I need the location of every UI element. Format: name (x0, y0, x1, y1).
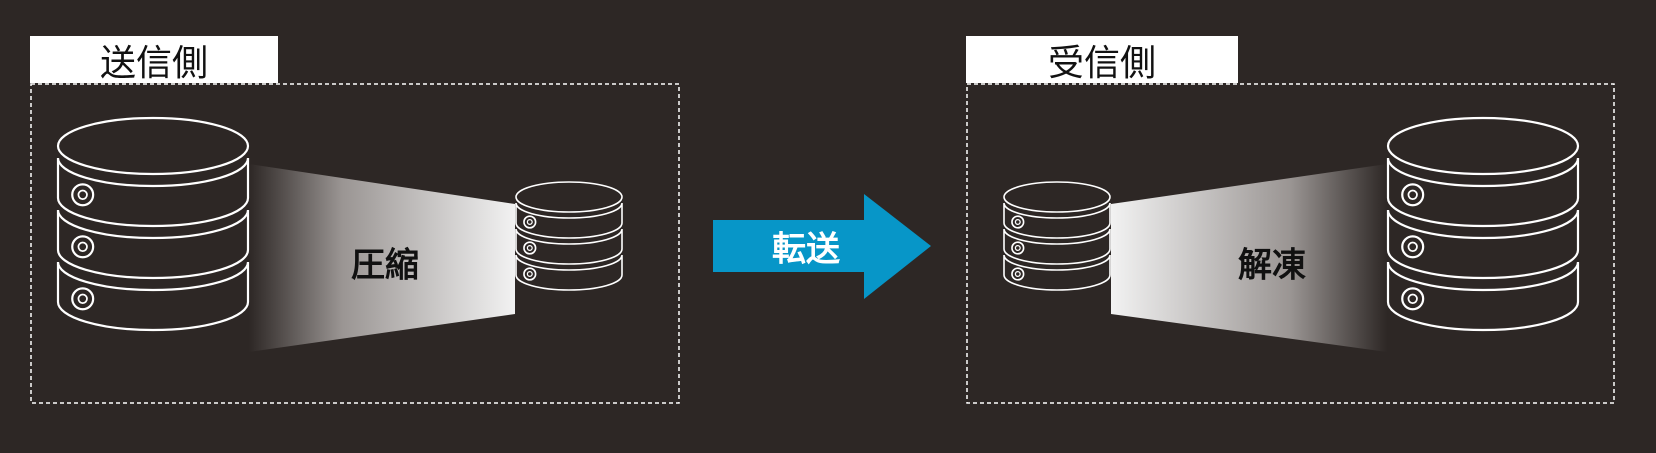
database-segment (1003, 254, 1111, 291)
transfer-label: 転送 (772, 229, 840, 270)
disk-indicator-icon (1011, 241, 1025, 255)
database-segment (515, 228, 623, 265)
disk-indicator-icon (523, 215, 537, 229)
disk-indicator-icon (1011, 267, 1025, 281)
disk-indicator-icon (71, 287, 95, 311)
database-segment (515, 254, 623, 291)
transfer-arrow-icon (713, 194, 931, 299)
compression-beam (249, 164, 515, 352)
database-segment (56, 209, 250, 280)
decompression-beam (1111, 164, 1387, 352)
receiver-small-database-icon (1003, 181, 1111, 291)
database-segment (56, 157, 250, 228)
database-segment (1003, 202, 1111, 239)
database-segment (515, 202, 623, 239)
disk-indicator-icon (71, 183, 95, 207)
database-segment (56, 261, 250, 332)
disk-indicator-icon (523, 267, 537, 281)
database-segment (1386, 157, 1580, 228)
database-segment (1386, 209, 1580, 280)
receiver-large-database-icon (1386, 116, 1580, 332)
sender-title-text: 送信側 (99, 42, 208, 84)
sender-title: 送信側 (30, 36, 278, 84)
disk-indicator-icon (1401, 287, 1425, 311)
sender-large-database-icon (56, 116, 250, 332)
database-segment (1386, 261, 1580, 332)
compression-label: 圧縮 (351, 245, 419, 286)
decompression-label: 解凍 (1238, 245, 1306, 286)
disk-indicator-icon (1401, 183, 1425, 207)
receiver-title: 受信側 (966, 36, 1238, 84)
receiver-title-text: 受信側 (1047, 42, 1156, 84)
disk-indicator-icon (71, 235, 95, 259)
database-segment (1003, 228, 1111, 265)
disk-indicator-icon (1011, 215, 1025, 229)
receiver-group-border (966, 83, 1615, 404)
sender-small-database-icon (515, 181, 623, 291)
sender-group-border (30, 83, 680, 404)
disk-indicator-icon (523, 241, 537, 255)
disk-indicator-icon (1401, 235, 1425, 259)
